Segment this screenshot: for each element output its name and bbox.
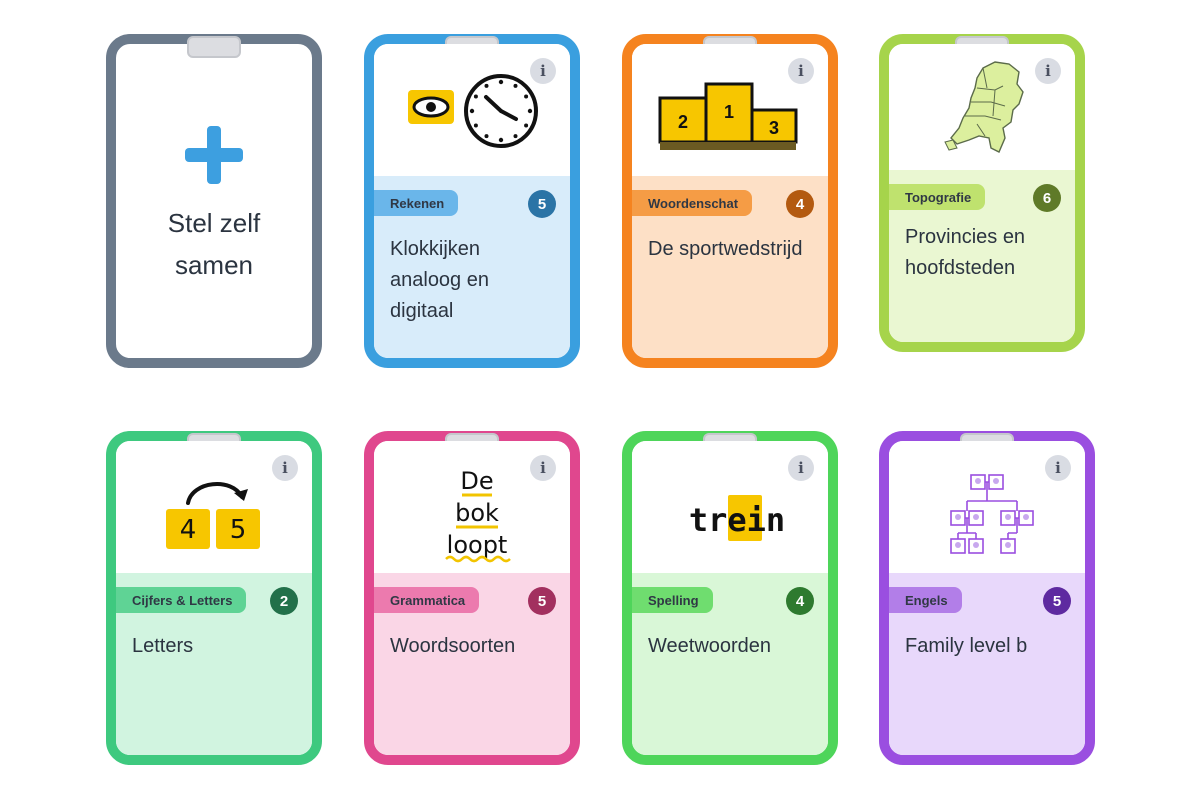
word-part-highlight: ei [727,501,766,539]
digit-left: 4 [180,515,197,545]
podium-first-label: 1 [724,102,734,122]
info-icon[interactable]: i [272,455,298,481]
subject-tag: Grammatica [374,587,480,613]
exercise-card[interactable]: i Rekenen 5 Klokkijken analoog en digita… [364,34,580,368]
create-own-label: Stel zelf samen [167,208,261,280]
subject-tag: Rekenen [374,190,459,216]
sentence-word-3: loopt [447,531,508,559]
level-count-badge: 4 [786,587,814,615]
level-count-badge: 5 [528,190,556,218]
info-icon[interactable]: i [530,58,556,84]
info-icon[interactable]: i [788,58,814,84]
podium-second-label: 2 [678,112,688,132]
podium-icon: 2 1 3 [658,82,798,150]
exercise-card[interactable]: i Topografie 6 Provincies en hoofdsteden [879,34,1085,352]
family-tree-icon [950,474,1034,554]
card-clip [187,36,241,58]
exercise-card[interactable]: trein i Spelling 4 Weetwoorden [622,431,838,765]
podium-third-label: 3 [769,118,779,138]
netherlands-map-icon [944,61,1024,153]
card-title: Family level b [905,635,1028,657]
word-highlight-icon: trein [689,495,785,541]
card-title: Letters [132,635,194,657]
level-count-badge: 4 [786,190,814,218]
card-title: De sportwedstrijd [648,238,803,260]
create-own-card[interactable]: Stel zelf samen [106,34,322,368]
subject-tag: Cijfers & Letters [116,587,247,613]
info-icon[interactable]: i [530,455,556,481]
exercise-card[interactable]: i Engels 5 Family level b [879,431,1095,765]
level-count-badge: 5 [528,587,556,615]
svg-text:trein: trein [689,501,785,539]
info-icon[interactable]: i [1035,58,1061,84]
level-count-badge: 2 [270,587,298,615]
level-count-badge: 5 [1043,587,1071,615]
exercise-card[interactable]: 4 5 i Cijfers & Letters 2 Letters [106,431,322,765]
card-title: Klokkijken analoog en digitaal [390,238,489,322]
exercise-card[interactable]: 2 1 3 i Woordenschat 4 De sportwedstrijd [622,34,838,368]
info-icon[interactable]: i [1045,455,1071,481]
subject-tag: Spelling [632,587,713,613]
plus-icon [185,126,243,184]
subject-tag: Topografie [889,184,986,210]
digit-right: 5 [230,515,247,545]
word-part-1: tr [689,501,728,539]
info-icon[interactable]: i [788,455,814,481]
number-order-icon: 4 5 [166,482,260,549]
sentence-word-1: De [460,467,493,495]
level-count-badge: 6 [1033,184,1061,212]
exercise-card[interactable]: De bok loopt i Grammatica 5 Woordsoorten [364,431,580,765]
eye-clock-icon [408,74,538,148]
card-title: Woordsoorten [390,635,516,657]
sentence-icon: De bok loopt [445,467,511,563]
subject-tag: Engels [889,587,962,613]
word-part-3: n [766,501,785,539]
card-title: Weetwoorden [648,635,772,657]
card-title: Provincies en hoofdsteden [905,226,1026,279]
sentence-word-2: bok [455,499,499,527]
subject-tag: Woordenschat [632,190,753,216]
